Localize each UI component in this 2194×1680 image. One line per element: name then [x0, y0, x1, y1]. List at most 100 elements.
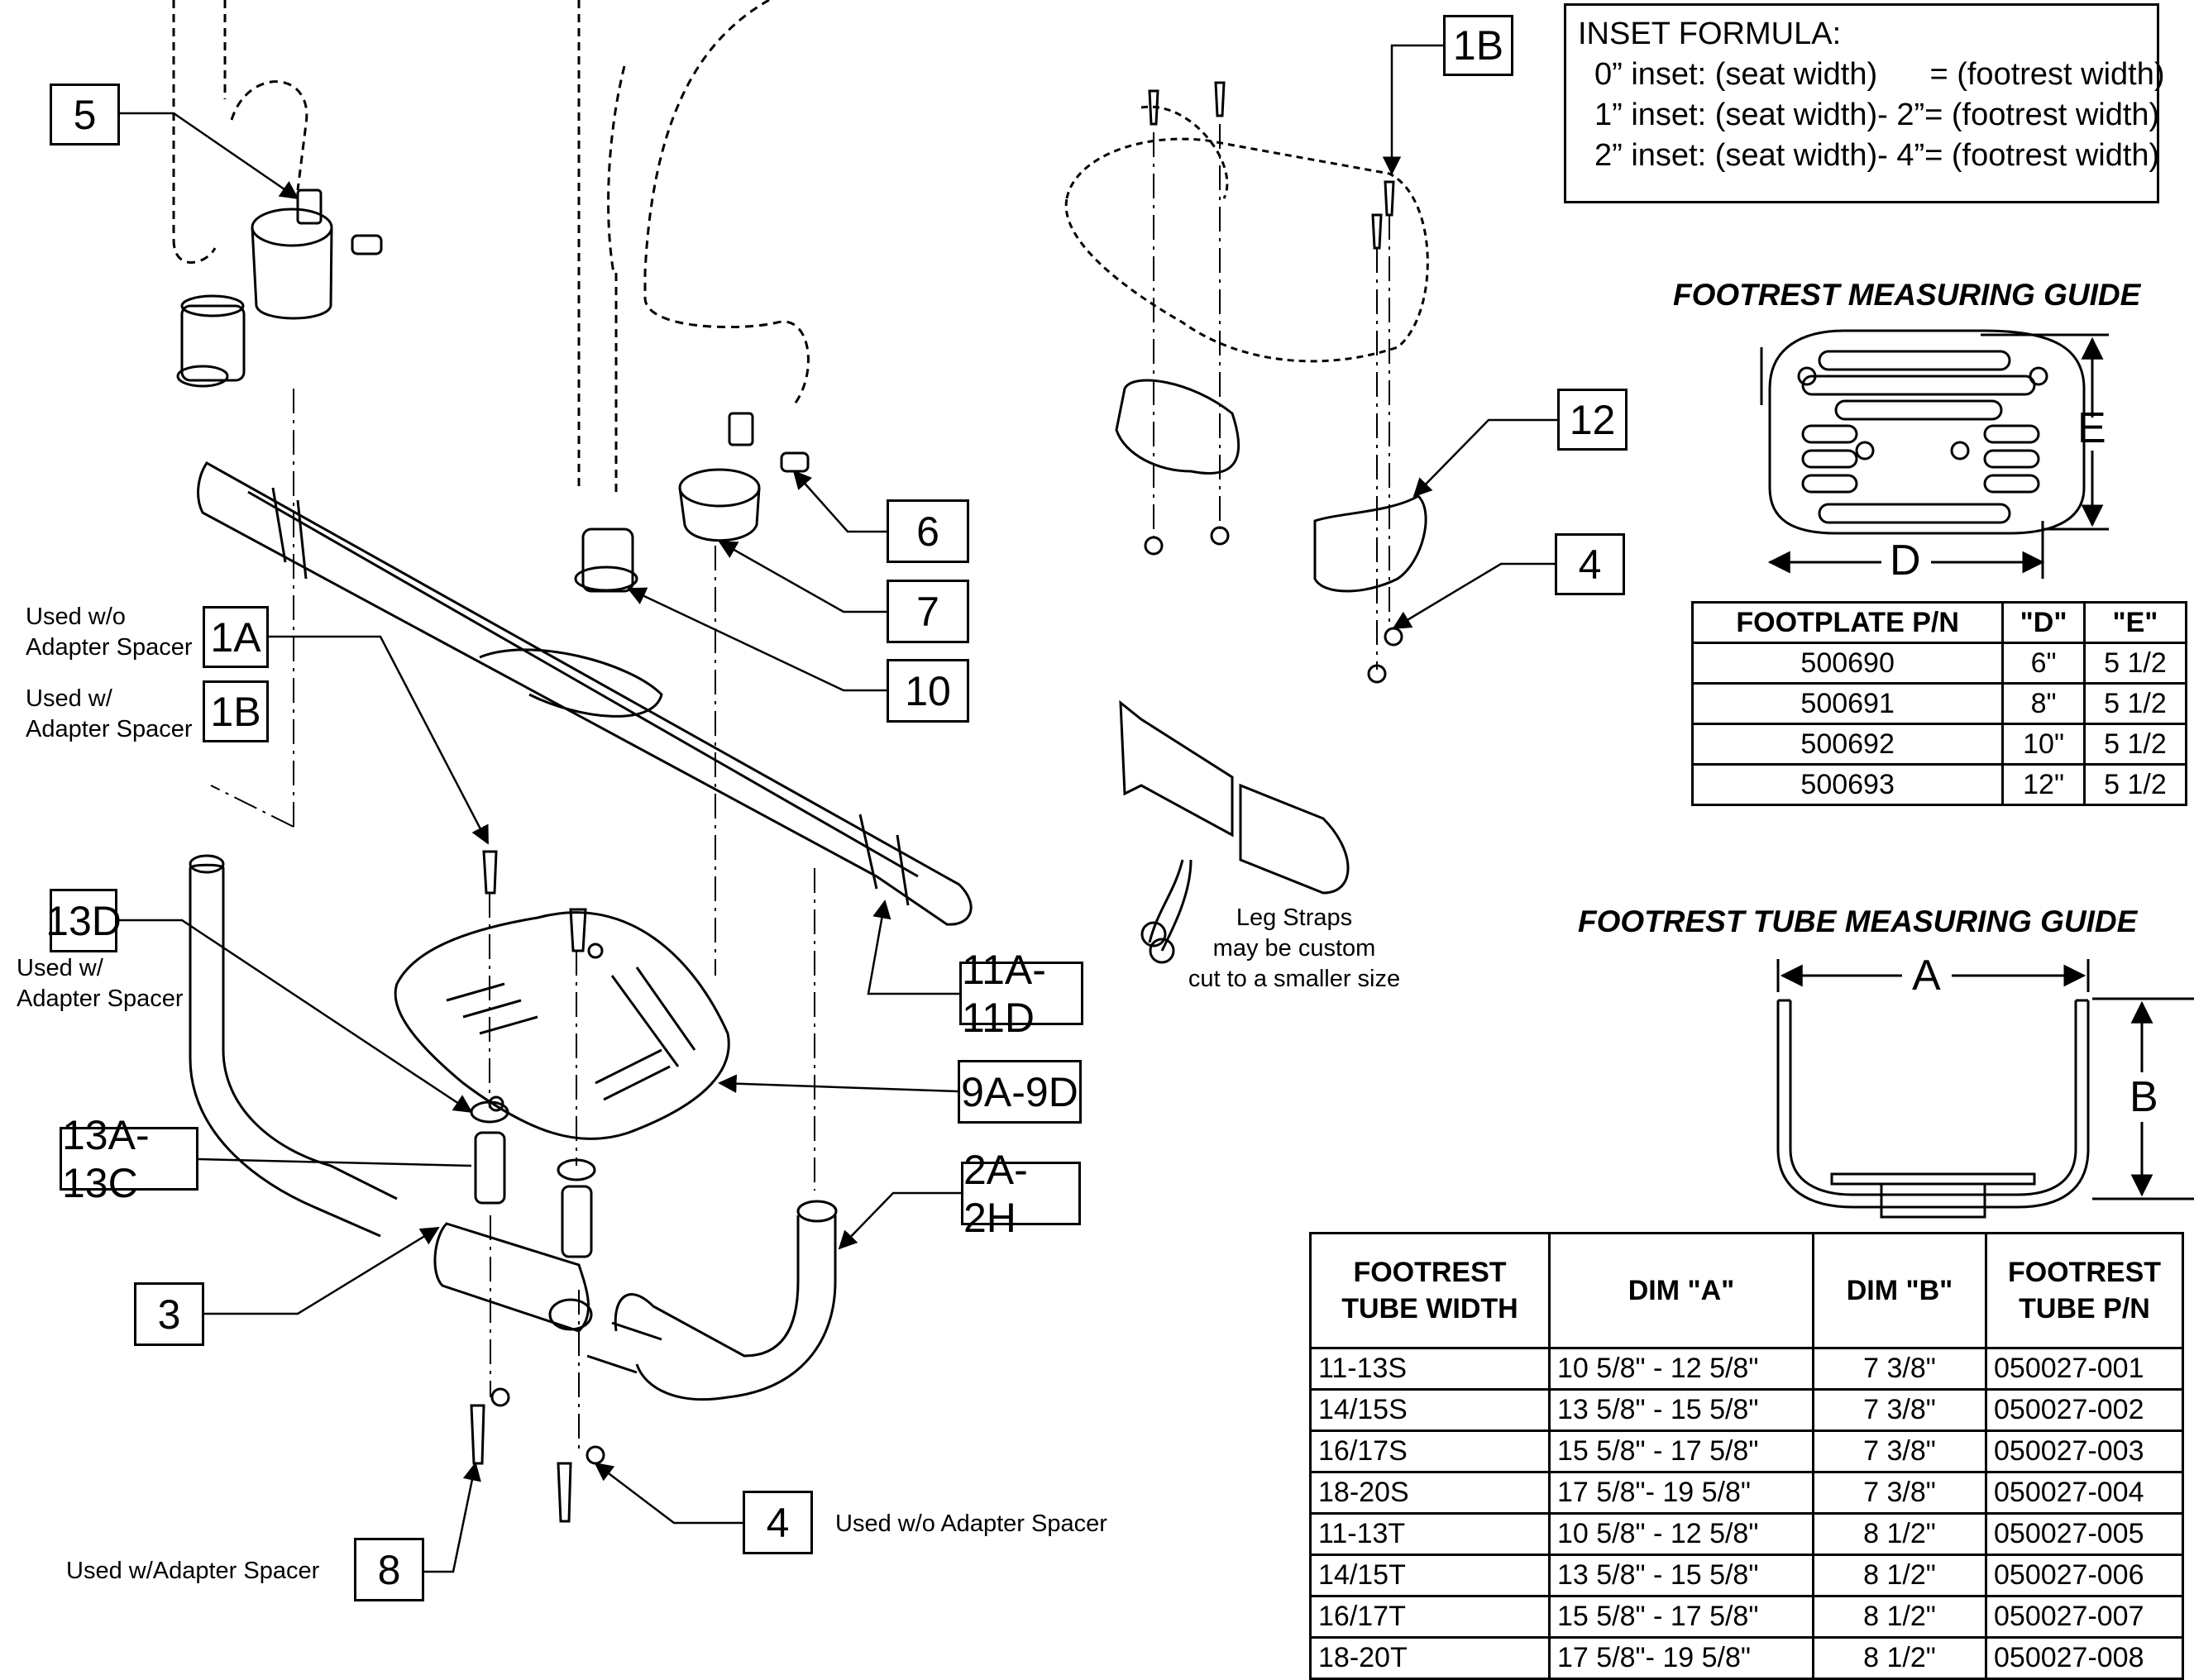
table-cell: 050027-007 — [1985, 1595, 2184, 1639]
table-cell: 10 5/8" - 12 5/8" — [1548, 1347, 1814, 1391]
table-row: 500693 12" 5 1/2 — [1690, 763, 2188, 806]
note-used-without-adapter-4: Used w/o Adapter Spacer — [835, 1511, 1107, 1537]
table-row: 18-20S 17 5/8"- 19 5/8" 7 3/8" 050027-00… — [1309, 1471, 2184, 1515]
table-cell: 16/17S — [1309, 1429, 1551, 1473]
table-row: 16/17S 15 5/8" - 17 5/8" 7 3/8" 050027-0… — [1309, 1429, 2184, 1473]
table-row: 11-13T 10 5/8" - 12 5/8" 8 1/2" 050027-0… — [1309, 1512, 2184, 1556]
table-cell: 7 3/8" — [1812, 1471, 1987, 1515]
inset-formula-row: 1” inset: (seat width)- 2”= (footrest wi… — [1594, 98, 2160, 132]
note-used-with-adapter-13d: Used w/ Adapter Spacer — [17, 955, 184, 1012]
table-row: 500692 10" 5 1/2 — [1690, 723, 2188, 766]
note-used-without-adapter-1a: Used w/o Adapter Spacer — [26, 604, 193, 661]
table-header: FOOTREST TUBE P/N — [1985, 1232, 2184, 1349]
table-header: DIM "A" — [1548, 1232, 1814, 1349]
table-cell: 17 5/8"- 19 5/8" — [1548, 1471, 1814, 1515]
callout-3: 3 — [134, 1282, 204, 1346]
footplate-table: FOOTPLATE P/N "D" "E" 500690 6" 5 1/2 50… — [1690, 601, 2188, 806]
upper-right-footplate-shape — [1064, 105, 1429, 363]
table-row: 16/17T 15 5/8" - 17 5/8" 8 1/2" 050027-0… — [1309, 1595, 2184, 1639]
table-cell: 8 1/2" — [1812, 1512, 1987, 1556]
table-row: 500690 6" 5 1/2 — [1690, 642, 2188, 685]
table-cell: 5 1/2 — [2082, 723, 2188, 766]
callout-5: 5 — [50, 84, 120, 146]
note-leg-straps: Leg Straps may be custom cut to a smalle… — [1188, 904, 1401, 992]
table-cell: 8 1/2" — [1812, 1554, 1987, 1597]
table-row: 500691 8" 5 1/2 — [1690, 682, 2188, 725]
table-cell: 11-13T — [1309, 1512, 1551, 1556]
table-cell: 050027-008 — [1985, 1636, 2184, 1680]
note-used-with-adapter-1b: Used w/ Adapter Spacer — [26, 685, 193, 742]
table-row: 18-20T 17 5/8"- 19 5/8" 8 1/2" 050027-00… — [1309, 1636, 2184, 1680]
table-cell: 18-20T — [1309, 1636, 1551, 1680]
table-cell: 050027-005 — [1985, 1512, 2184, 1556]
footrest-tube-shape — [189, 854, 838, 1401]
callout-1a: 1A — [203, 606, 269, 668]
tube-guide-shape — [1776, 959, 2194, 1219]
footrest-guide-title: FOOTREST MEASURING GUIDE — [1673, 278, 2141, 312]
table-header: FOOTPLATE P/N — [1690, 601, 2005, 644]
table-cell: 7 3/8" — [1812, 1388, 1987, 1432]
table-cell: 10" — [2001, 723, 2086, 766]
callout-2a-2h: 2A-2H — [961, 1147, 1081, 1241]
inset-formula-title: INSET FORMULA: — [1578, 17, 1842, 51]
callout-9a-9d: 9A-9D — [958, 1060, 1082, 1124]
table-cell: 500691 — [1690, 682, 2005, 725]
table-header: FOOTREST TUBE WIDTH — [1309, 1232, 1551, 1349]
right-hanger-outline — [577, 0, 810, 496]
table-cell: 5 1/2 — [2082, 763, 2188, 806]
inset-formula-box: INSET FORMULA: 0” inset: (seat width) = … — [1564, 3, 2165, 203]
table-cell: 7 3/8" — [1812, 1347, 1987, 1391]
note-used-with-adapter-8: Used w/Adapter Spacer — [66, 1558, 320, 1584]
table-cell: 14/15S — [1309, 1388, 1551, 1432]
table-cell: 050027-002 — [1985, 1388, 2184, 1432]
dim-e-label: E — [2077, 404, 2106, 452]
upper-right-hardware — [1115, 81, 1427, 684]
callout-13a-13c: 13A-13C — [60, 1112, 198, 1206]
table-cell: 050027-003 — [1985, 1429, 2184, 1473]
tube-table: FOOTREST TUBE WIDTH DIM "A" DIM "B" FOOT… — [1309, 1232, 2184, 1680]
table-cell: 8 1/2" — [1812, 1595, 1987, 1639]
left-hanger-outline — [172, 0, 308, 264]
table-cell: 18-20S — [1309, 1471, 1551, 1515]
callout-8: 8 — [354, 1538, 424, 1601]
callout-13d: 13D — [45, 889, 122, 952]
table-cell: 6" — [2001, 642, 2086, 685]
callout-7: 7 — [887, 580, 969, 643]
table-cell: 8" — [2001, 682, 2086, 725]
table-cell: 8 1/2" — [1812, 1636, 1987, 1680]
callout-1b: 1B — [203, 680, 269, 742]
leg-strap-shape — [197, 461, 973, 926]
callout-4-right: 4 — [1555, 533, 1625, 595]
table-cell: 5 1/2 — [2082, 682, 2188, 725]
table-cell: 13 5/8" - 15 5/8" — [1548, 1554, 1814, 1597]
table-cell: 14/15T — [1309, 1554, 1551, 1597]
table-row: 11-13S 10 5/8" - 12 5/8" 7 3/8" 050027-0… — [1309, 1347, 2184, 1391]
callout-1b-top: 1B — [1443, 15, 1513, 76]
table-cell: 050027-001 — [1985, 1347, 2184, 1391]
callout-11a-11d: 11A-11D — [959, 947, 1083, 1041]
dim-d-label: D — [1890, 537, 1921, 585]
table-cell: 15 5/8" - 17 5/8" — [1548, 1429, 1814, 1473]
table-row: 14/15T 13 5/8" - 15 5/8" 8 1/2" 050027-0… — [1309, 1554, 2184, 1597]
table-header: "D" — [2001, 601, 2086, 644]
leg-strap-cut-shape — [1119, 699, 1350, 964]
table-cell: 5 1/2 — [2082, 642, 2188, 685]
table-cell: 15 5/8" - 17 5/8" — [1548, 1595, 1814, 1639]
table-cell: 050027-004 — [1985, 1471, 2184, 1515]
table-cell: 13 5/8" - 15 5/8" — [1548, 1388, 1814, 1432]
tube-guide-title: FOOTREST TUBE MEASURING GUIDE — [1578, 904, 2138, 938]
table-cell: 10 5/8" - 12 5/8" — [1548, 1512, 1814, 1556]
table-cell: 500692 — [1690, 723, 2005, 766]
table-cell: 050027-006 — [1985, 1554, 2184, 1597]
table-header: "E" — [2082, 601, 2188, 644]
table-cell: 12" — [2001, 763, 2086, 806]
table-header: DIM "B" — [1812, 1232, 1987, 1349]
table-cell: 11-13S — [1309, 1347, 1551, 1391]
callout-6: 6 — [887, 499, 969, 563]
callout-4-bottom: 4 — [743, 1491, 813, 1554]
inset-formula-row: 2” inset: (seat width)- 4”= (footrest wi… — [1594, 138, 2160, 173]
footplate-guide-shape — [1760, 329, 2109, 579]
table-row: 14/15S 13 5/8" - 15 5/8" 7 3/8" 050027-0… — [1309, 1388, 2184, 1432]
inset-formula-row: 0” inset: (seat width) = (footrest width… — [1594, 57, 2165, 92]
